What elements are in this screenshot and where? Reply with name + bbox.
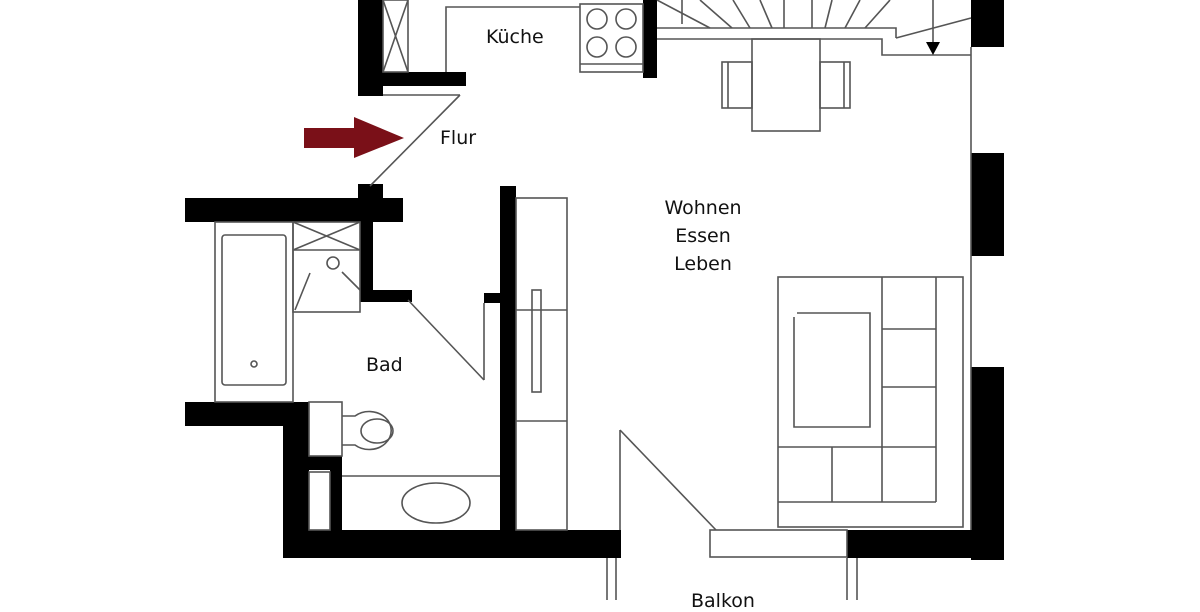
room-label-kitchen: Küche [486,26,544,48]
walls [185,0,1004,560]
stairs-down-arrow-icon [926,42,940,55]
room-label-hallway: Flur [440,127,477,149]
room-label-balcony: Balkon [691,590,755,612]
room-label-living: Wohnen Essen Leben [648,194,758,278]
room-label-living-line1: Wohnen [664,197,742,219]
room-label-living-line2: Essen [675,225,731,247]
fixtures [214,0,972,600]
room-label-bathroom: Bad [366,354,403,376]
room-label-living-line3: Leben [674,253,732,275]
entrance-arrow-icon [304,117,404,158]
